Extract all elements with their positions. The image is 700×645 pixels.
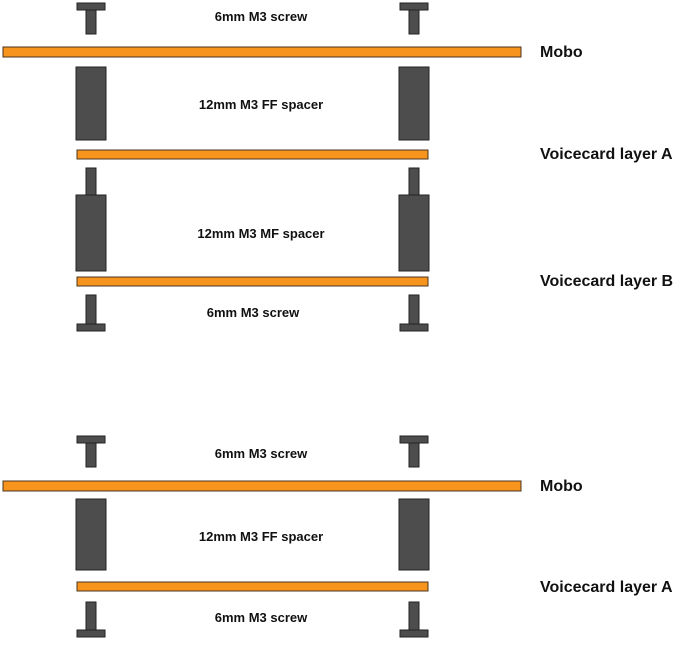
screw-icon xyxy=(399,435,429,444)
screw-icon xyxy=(76,629,106,638)
mobo-label: Mobo xyxy=(540,44,583,61)
top-screw-label: 6mm M3 screw xyxy=(214,9,308,24)
spacer-icon xyxy=(75,194,107,272)
voicecard-layer-b-label: Voicecard layer B xyxy=(540,273,674,290)
spacer-icon xyxy=(398,498,430,571)
spacer-icon xyxy=(85,167,97,196)
ff-spacer-label: 12mm M3 FF spacer xyxy=(198,97,324,112)
ff-spacer-label-2: 12mm M3 FF spacer xyxy=(198,529,324,544)
screw-icon xyxy=(85,442,97,468)
bottom-screw-label: 6mm M3 screw xyxy=(206,305,300,320)
mobo-label-2: Mobo xyxy=(540,478,583,495)
screw-icon xyxy=(85,601,97,631)
pcb-board-icon xyxy=(76,149,429,160)
screw-icon xyxy=(76,435,106,444)
top-screw-label-2: 6mm M3 screw xyxy=(214,446,308,461)
pcb-board-icon xyxy=(76,276,429,287)
screw-icon xyxy=(408,442,420,468)
screw-icon xyxy=(85,9,97,35)
spacer-icon xyxy=(398,66,430,141)
pcb-board-icon xyxy=(2,46,522,58)
spacer-icon xyxy=(75,66,107,141)
screw-icon xyxy=(408,294,420,325)
pcb-board-icon xyxy=(2,480,522,492)
screw-icon xyxy=(408,601,420,631)
screw-icon xyxy=(399,323,429,332)
voicecard-layer-a-label: Voicecard layer A xyxy=(540,146,673,163)
bottom-screw-label-2: 6mm M3 screw xyxy=(214,610,308,625)
screw-icon xyxy=(399,2,429,11)
spacer-icon xyxy=(75,498,107,571)
mf-spacer-label: 12mm M3 MF spacer xyxy=(197,226,325,241)
voicecard-layer-a-label-2: Voicecard layer A xyxy=(540,579,673,596)
screw-icon xyxy=(76,323,106,332)
spacer-icon xyxy=(408,167,420,196)
pcb-board-icon xyxy=(76,581,429,592)
spacer-icon xyxy=(398,194,430,272)
screw-icon xyxy=(85,294,97,325)
screw-icon xyxy=(408,9,420,35)
screw-icon xyxy=(76,2,106,11)
screw-icon xyxy=(399,629,429,638)
